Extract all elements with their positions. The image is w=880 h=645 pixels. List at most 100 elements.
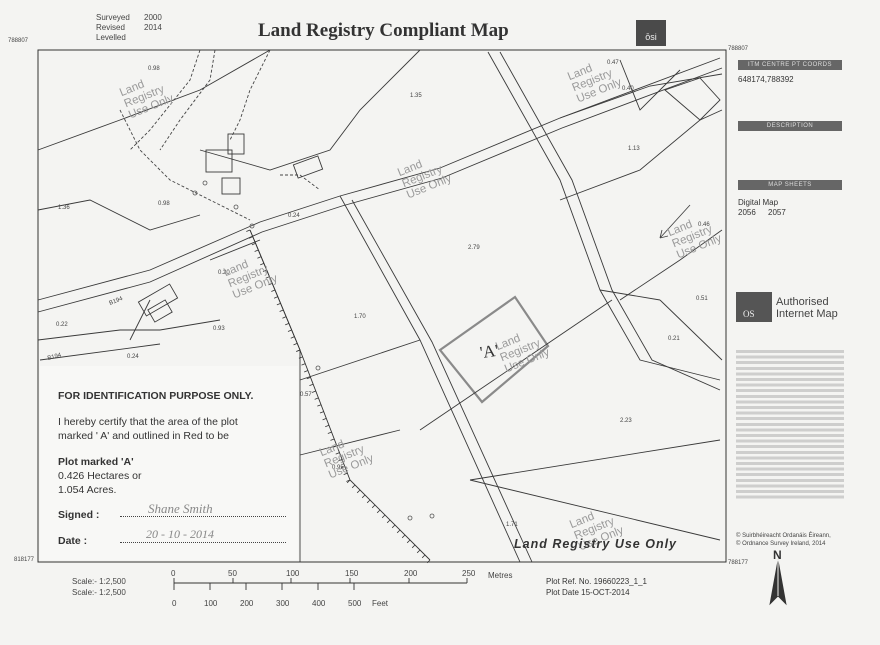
plot-marked-label: Plot marked 'A': [58, 456, 134, 468]
scale-bar: [173, 578, 468, 590]
surveyed-value: 2000: [144, 13, 162, 22]
lane-east-edge-2: [499, 51, 721, 391]
surveyed-row: Surveyed 2000: [96, 13, 162, 22]
metres-tick-label: 0: [171, 569, 176, 578]
metres-tick-label: 100: [286, 569, 300, 578]
hedge-tick: [343, 472, 348, 475]
date-line: [120, 542, 286, 543]
copyright: © Suirbhéireacht Ordanáis Éireann, © Ord…: [736, 532, 831, 548]
feet-label: Feet: [372, 599, 389, 608]
metres-tick-label: 200: [404, 569, 418, 578]
centre-coords-value: 648174,788392: [738, 75, 794, 84]
hedge-tick: [361, 494, 366, 499]
metres-tick-label: 150: [345, 569, 359, 578]
hedge-tick: [338, 459, 343, 462]
digital-map-label: Digital Map: [738, 198, 779, 207]
hedge-tick: [282, 316, 287, 319]
hedge-tick: [332, 445, 337, 448]
feet-tick-label: 500: [348, 599, 362, 608]
parcel-area-label: 0.24: [288, 213, 300, 219]
parcel-area-label: 2.79: [468, 245, 480, 251]
description-header: DESCRIPTION: [738, 121, 842, 131]
hedge-tick: [396, 529, 401, 534]
plot-a-outline: [438, 295, 550, 404]
road-south-edge: [37, 67, 723, 313]
building-4: [137, 283, 179, 317]
hedge-tick: [271, 289, 276, 292]
certify-line-1: I hereby certify that the area of the pl…: [58, 416, 238, 428]
hedge-tick: [273, 296, 278, 299]
building-6: [292, 155, 324, 179]
osi-logo: ōsi: [636, 20, 666, 46]
scale-text-1: Scale:- 1:2,500: [72, 577, 126, 586]
revised-label: Revised: [96, 23, 125, 32]
hedge-tick: [416, 549, 421, 554]
hedge-tick: [421, 554, 426, 559]
hedge-tick: [301, 363, 306, 366]
parcel-area-label: 0.95: [332, 465, 344, 471]
signed-line: [120, 516, 286, 517]
authorised-line-2: Internet Map: [776, 308, 838, 320]
levelled-label: Levelled: [96, 33, 126, 42]
surveyed-label: Surveyed: [96, 13, 130, 22]
feet-tick-label: 200: [240, 599, 254, 608]
parcel-area-label: 0.40: [622, 86, 634, 92]
feet-tick-label: 100: [204, 599, 218, 608]
hedge-tick: [391, 524, 396, 529]
revised-row: Revised 2014: [96, 23, 162, 32]
parcel-area-label: 0.22: [56, 322, 68, 328]
metres-tick-label: 250: [462, 569, 476, 578]
lane-south-1: [339, 195, 521, 563]
parcel-area-label: 0.47: [607, 60, 619, 66]
parcel-area-label: 0.98: [148, 66, 160, 72]
signed-label: Signed :: [58, 509, 100, 521]
authorised-line-1: Authorised: [776, 296, 829, 308]
hedge-tick: [279, 309, 284, 312]
plot-ref: Plot Ref. No. 19660223_1_1: [546, 577, 647, 586]
revised-value: 2014: [144, 23, 162, 32]
hedge-tick: [322, 418, 327, 421]
acres-value: 1.054 Acres.: [58, 484, 117, 496]
svg-text:B194: B194: [109, 296, 125, 307]
hedge-tick: [317, 404, 322, 407]
coord-left-top: 788807: [8, 38, 29, 44]
hedge-tick: [314, 397, 319, 400]
parcel-area-label: 1.71: [506, 522, 518, 528]
parcel-area-label: 0.24: [127, 354, 139, 360]
hedge-tick: [411, 544, 416, 549]
plot-a-label: 'A': [478, 340, 500, 363]
hedge-tick: [327, 431, 332, 434]
date-label: Date :: [58, 535, 88, 547]
parcel-area-label: 0.98: [158, 201, 170, 207]
metres-label: Metres: [488, 571, 513, 580]
north-label: N: [773, 548, 782, 562]
hedge-tick: [296, 349, 301, 352]
hedge-tick: [257, 256, 262, 259]
hedge-tick: [366, 499, 371, 504]
os-logo-box: [736, 292, 772, 322]
hedge-tick: [426, 559, 431, 564]
hedge-tick: [386, 519, 391, 524]
hedge-tick: [306, 376, 311, 380]
hedge-tick: [356, 489, 361, 494]
hedge-tick: [287, 329, 292, 332]
hedge-tick: [406, 539, 411, 544]
hedge-tick: [298, 356, 303, 359]
map-title: Land Registry Compliant Map: [258, 20, 509, 41]
hedge-tick: [260, 262, 265, 266]
metres-tick-label: 50: [228, 569, 237, 578]
hedge-tick: [340, 465, 345, 469]
scale-text-2: Scale:- 1:2,500: [72, 588, 126, 597]
parcel-area-label: 0.46: [698, 222, 710, 228]
north-arrow: [769, 559, 787, 606]
hedge-tick: [265, 276, 270, 279]
date-value: 20 - 10 - 2014: [146, 527, 214, 541]
hedge-tick: [276, 302, 281, 306]
hedge-tick: [290, 336, 295, 339]
parcel-area-label: 1.70: [354, 314, 366, 320]
parcel-area-label: 1.35: [410, 93, 422, 99]
parcel-area-label: 0.21: [668, 336, 680, 342]
parcel-area-label: 1.13: [628, 146, 640, 152]
